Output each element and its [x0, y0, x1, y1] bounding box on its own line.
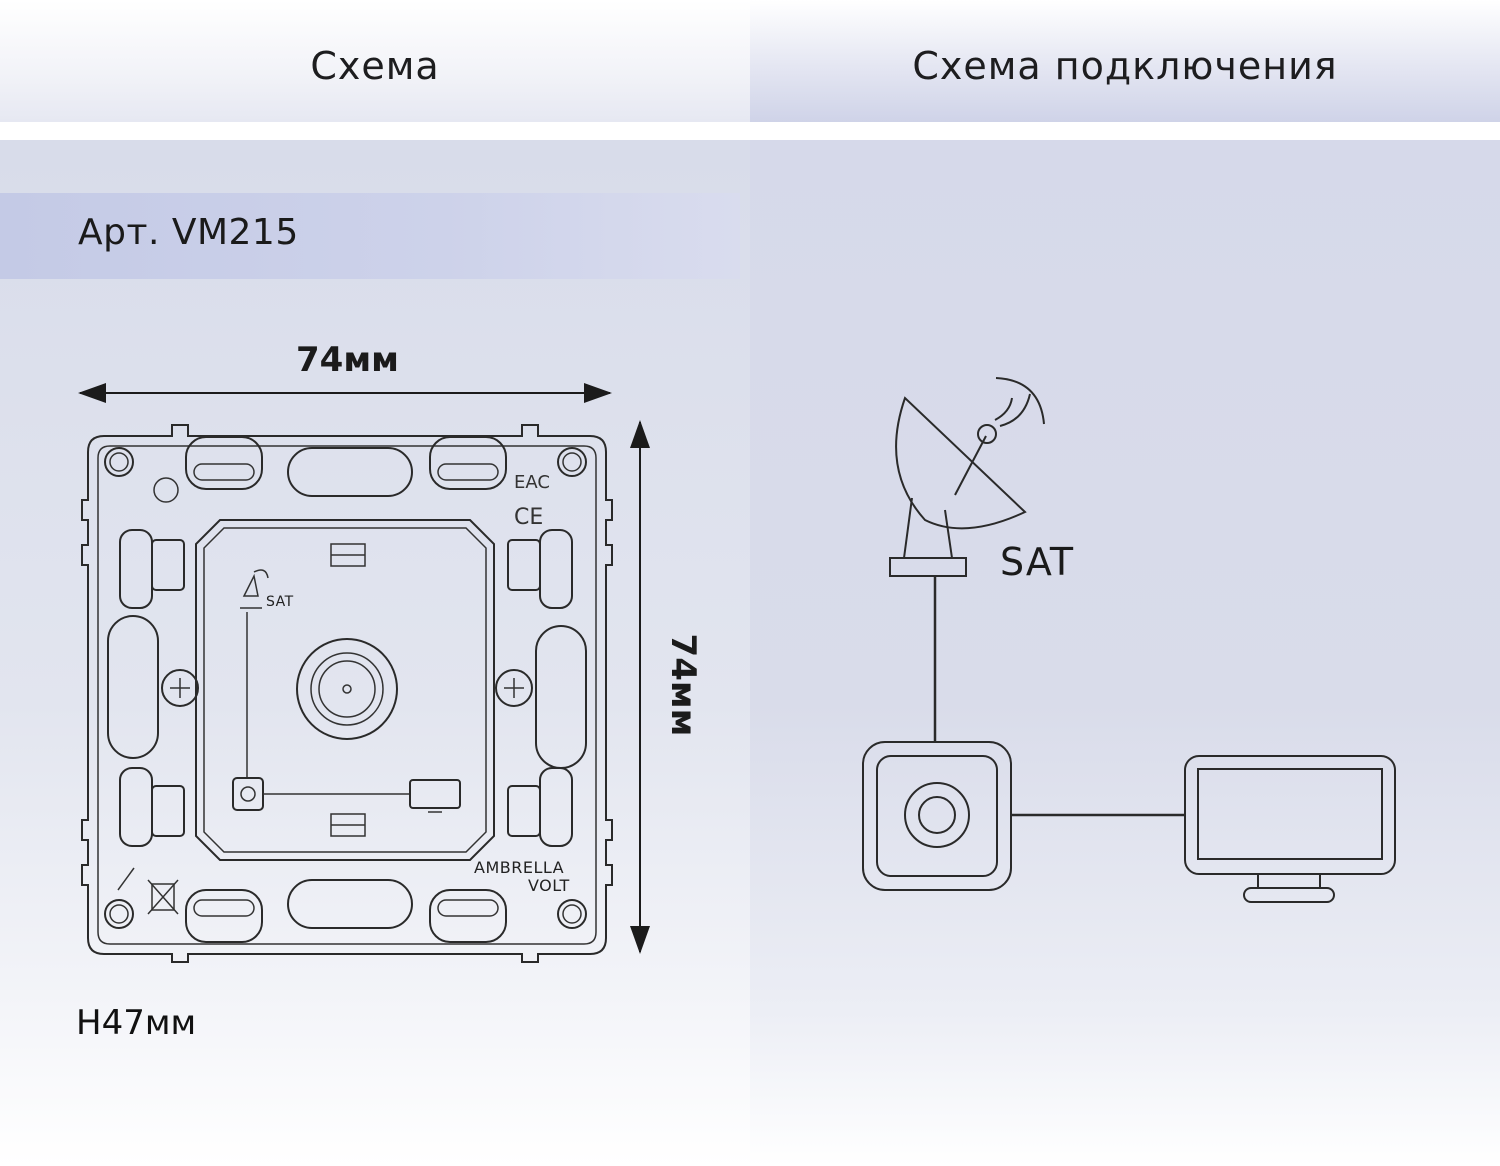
- right-header: Схема подключения: [750, 0, 1500, 122]
- brand-line-1: AMBRELLA: [474, 858, 565, 877]
- left-panel: [0, 140, 750, 1166]
- small-dish-icon: [240, 573, 262, 609]
- monitor-icon: [1184, 755, 1396, 903]
- eac-mark: EAC: [514, 472, 550, 493]
- socket-module: [195, 519, 495, 861]
- ce-mark: CE: [514, 505, 543, 530]
- sat-label: SAT: [1000, 540, 1075, 584]
- article-band: [0, 193, 740, 279]
- right-panel: [750, 140, 1500, 1166]
- depth-dimension-label: H47мм: [76, 1003, 197, 1043]
- right-header-title: Схема подключения: [912, 44, 1338, 88]
- left-header: Схема: [0, 0, 750, 122]
- width-dimension-label: 74мм: [296, 340, 399, 380]
- brand-line-2: VOLT: [528, 876, 570, 895]
- module-sat-label: SAT: [266, 594, 294, 610]
- mounting-frame: EAC CE: [81, 424, 613, 963]
- article-number: Арт. VM215: [78, 212, 299, 253]
- satellite-dish-icon: [889, 377, 1045, 577]
- tv-socket-icon: [862, 741, 1012, 891]
- left-header-title: Схема: [310, 44, 440, 88]
